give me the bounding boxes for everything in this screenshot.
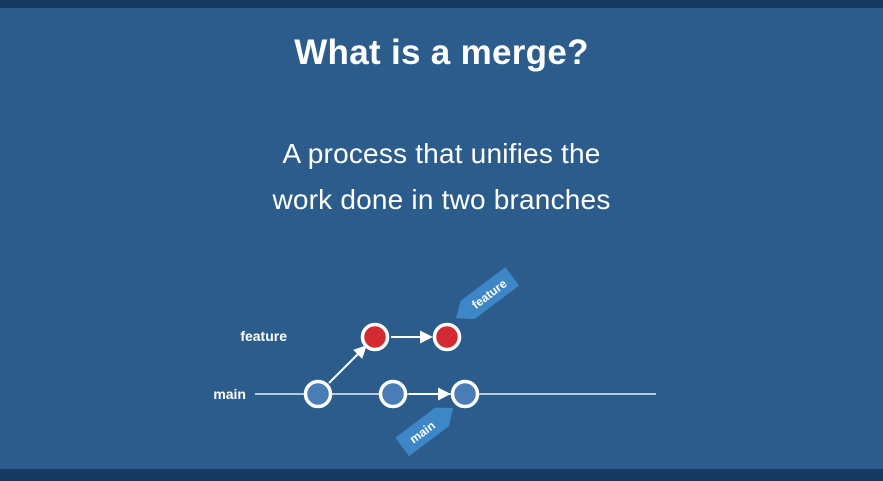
commit-feature-1 bbox=[360, 322, 390, 352]
bottom-letterbox-band bbox=[0, 469, 883, 481]
main-tag: main bbox=[395, 407, 453, 457]
top-letterbox-band bbox=[0, 0, 883, 8]
feature-tag: feature bbox=[456, 267, 520, 320]
slide-subtitle: A process that unifies the work done in … bbox=[0, 131, 883, 223]
commit-feature-2 bbox=[432, 322, 462, 352]
feature-branch-label: feature bbox=[240, 328, 287, 344]
subtitle-line-1: A process that unifies the bbox=[282, 138, 601, 169]
commit-main-3 bbox=[450, 379, 480, 409]
commit-main-1 bbox=[303, 379, 333, 409]
main-branch-label: main bbox=[213, 386, 246, 402]
main-tag-shape bbox=[395, 407, 453, 457]
feature-tag-shape bbox=[456, 267, 520, 320]
commit-main-2 bbox=[378, 379, 408, 409]
subtitle-line-2: work done in two branches bbox=[272, 184, 611, 215]
slide-title: What is a merge? bbox=[294, 33, 589, 72]
arrow-main1-to-feature1 bbox=[328, 345, 367, 384]
